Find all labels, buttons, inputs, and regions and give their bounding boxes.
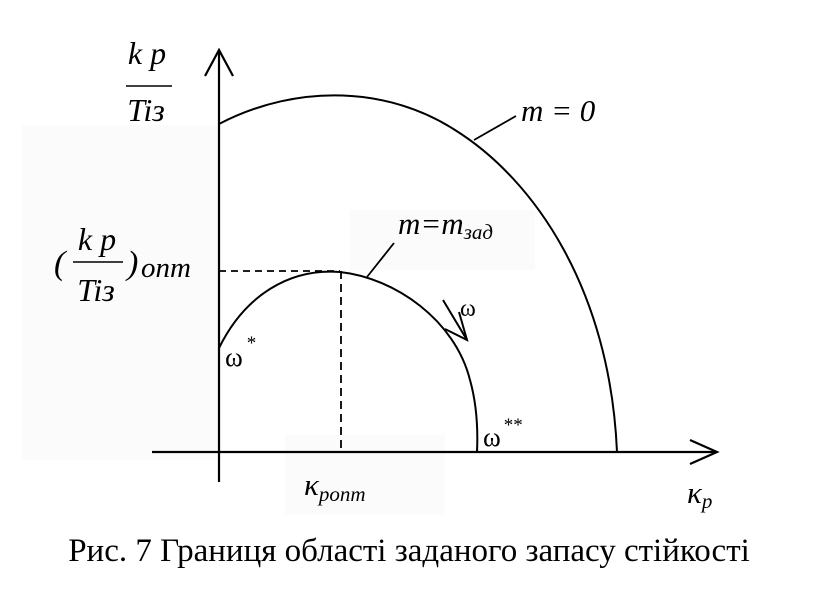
y-axis-arrowhead — [204, 47, 234, 77]
opt-label-numerator: k p — [78, 221, 116, 257]
x-axis-label-sub: p — [700, 489, 713, 513]
scan-shade-left — [22, 125, 222, 460]
curve-m-zad-label-sub: зад — [463, 220, 493, 244]
omega-arrow-label: ω — [460, 296, 476, 322]
opt-label-open-paren: ( — [54, 245, 68, 282]
x-opt-label: κpопт — [304, 467, 366, 506]
x-axis — [152, 438, 720, 466]
x-axis-label: κp — [687, 475, 712, 513]
figure-caption: Рис. 7 Границя області заданого запасу с… — [68, 533, 750, 569]
omega-start-main: ω — [225, 342, 243, 372]
omega-end-label: ω** — [483, 415, 523, 452]
omega-end-sup: ** — [504, 415, 523, 436]
y-axis-label-numerator: k p — [128, 35, 166, 71]
curve-m-zero-leader — [473, 115, 517, 141]
opt-label-suffix: опт — [141, 252, 191, 284]
curve-m-zero-label: m = 0 — [521, 93, 596, 128]
omega-start-sup: * — [247, 333, 257, 354]
curve-m-zero — [218, 94, 618, 453]
omega-start-label: ω* — [225, 333, 256, 372]
curve-m-zad-label: m=mзад — [398, 206, 493, 244]
y-axis-label-denominator: Tiз — [127, 92, 164, 128]
opt-label-denominator: Tiз — [77, 272, 114, 308]
scan-shade-bottom — [285, 435, 445, 515]
curve-m-zad — [218, 270, 479, 453]
x-opt-label-sub: pопт — [317, 482, 366, 506]
omega-end-main: ω — [483, 422, 501, 452]
omega-direction-arrow — [442, 299, 469, 342]
curve-m-zad-leader — [366, 242, 395, 278]
curve-m-zad-label-main: m=m — [398, 206, 464, 241]
x-opt-label-main: κ — [304, 467, 320, 502]
x-axis-arrowhead — [689, 438, 720, 466]
x-axis-label-main: κ — [687, 475, 703, 510]
opt-label-close-paren: ) — [125, 245, 138, 282]
